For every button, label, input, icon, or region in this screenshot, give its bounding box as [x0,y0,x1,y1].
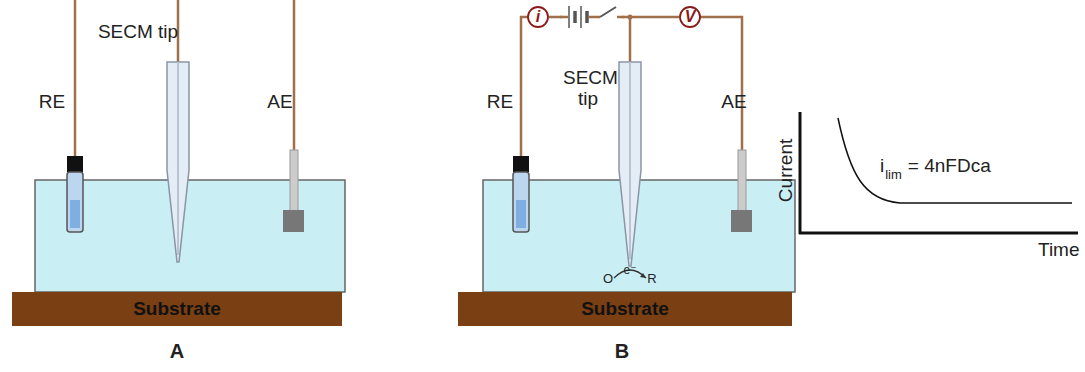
current-curve [838,118,1072,203]
equation-symbol: i [880,156,884,177]
electrode-label: AE [267,92,292,113]
axis [799,232,1078,235]
electrode-label: AE [721,92,746,113]
panel-letter: A [170,340,184,362]
electrode-label: RE [487,92,513,113]
secm-tip [619,62,641,266]
ammeter-symbol: i [527,6,549,28]
battery-symbol [568,6,570,28]
beaker [483,180,795,292]
reference-electrode [513,156,529,172]
axis [799,112,802,234]
electrode-label: RE [39,92,65,113]
species-label: O [603,272,613,286]
auxiliary-electrode [731,210,752,232]
substrate-label: Substrate [133,298,221,320]
switch-symbol [600,7,616,17]
species-label: R [647,272,656,286]
secm-tip [167,62,189,262]
substrate-block: Substrate [458,292,792,326]
axis-label: Current [777,139,798,202]
meter-label: i [536,8,540,26]
panel-letter: B [615,340,629,362]
auxiliary-electrode [283,210,304,232]
voltmeter-symbol: V [679,6,701,28]
substrate-block: Substrate [12,292,342,326]
electrode-label: SECM tip [563,68,613,110]
electrode-label: SECM tip [98,22,178,43]
equation-text: = 4nFDca [908,156,991,177]
equation-subscript: lim [885,168,902,182]
axis-label: Time [1038,240,1080,261]
electron-label: e⁻ [623,264,636,277]
meter-label: V [685,8,696,26]
reference-electrode [67,156,83,172]
substrate-label: Substrate [581,298,669,320]
